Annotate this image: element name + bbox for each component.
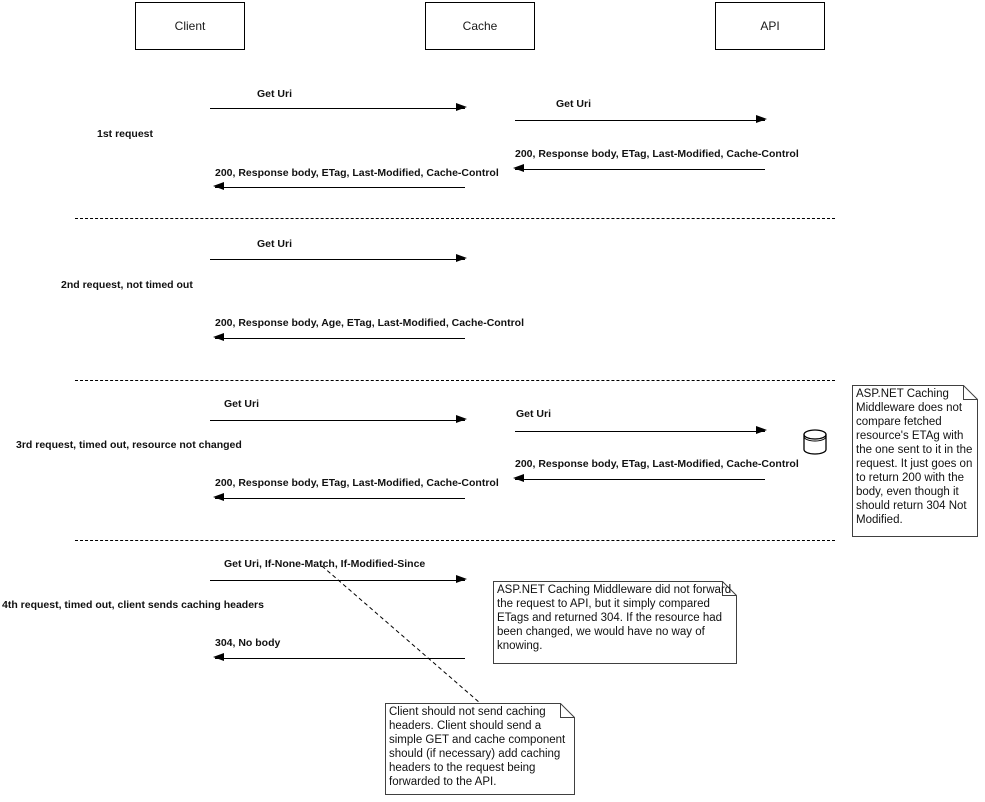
message-label-s2-client-to-cache: Get Uri [257,238,293,250]
message-arrow-s4-cache-to-client [213,653,465,661]
note-api-behavior: ASP.NET Caching Middleware does not comp… [852,385,978,537]
message-label-s1-cache-to-api: Get Uri [556,98,592,110]
message-label-s4-cache-to-client: 304, No body [215,637,281,649]
message-arrow-s3-client-to-cache [210,415,467,423]
note-cache-behavior: ASP.NET Caching Middleware did not forwa… [493,581,737,664]
section-label-3: 3rd request, timed out, resource not cha… [16,439,242,451]
message-label-s2-cache-to-client: 200, Response body, Age, ETag, Last-Modi… [215,317,525,329]
note-connector-line [321,565,481,704]
note-cache-behavior-text: ASP.NET Caching Middleware did not forwa… [497,584,732,652]
actor-box-api: API [715,2,825,50]
section-separator-1 [75,218,835,219]
database-icon [802,428,828,461]
message-arrow-s3-cache-to-api [515,426,767,434]
message-arrow-s4-client-to-cache [210,575,467,583]
message-arrow-s1-cache-to-api [515,115,767,123]
message-label-s4-client-to-cache: Get Uri, If-None-Match, If-Modified-Sinc… [224,558,426,570]
section-separator-3 [75,540,835,541]
folded-corner-icon [722,581,737,596]
message-label-s1-api-to-cache: 200, Response body, ETag, Last-Modified,… [515,148,799,160]
note-shape [493,581,737,664]
message-arrow-s2-client-to-cache [210,254,467,262]
section-separator-2 [75,380,835,381]
message-arrow-s1-client-to-cache [210,103,467,111]
note-api-behavior-text: ASP.NET Caching Middleware does not comp… [856,388,973,526]
message-label-s3-cache-to-client: 200, Response body, ETag, Last-Modified,… [215,477,499,489]
actor-label-client: Client [174,19,206,33]
section-label-4: 4th request, timed out, client sends cac… [2,599,264,611]
note-client-advice: Client should not send caching headers. … [385,703,575,795]
message-label-s1-client-to-cache: Get Uri [257,88,293,100]
actor-box-cache: Cache [425,2,535,50]
message-arrow-s1-cache-to-client [213,182,465,190]
message-label-s3-api-to-cache: 200, Response body, ETag, Last-Modified,… [515,458,799,470]
section-label-1: 1st request [97,128,154,140]
folded-corner-icon [560,703,575,718]
message-arrow-s3-api-to-cache [513,474,765,482]
note-shape [852,385,978,537]
message-label-s3-client-to-cache: Get Uri [224,398,260,410]
note-shape [385,703,575,795]
section-label-2: 2nd request, not timed out [61,279,193,291]
actor-label-cache: Cache [462,19,498,33]
message-arrow-s1-api-to-cache [513,164,765,172]
actor-label-api: API [760,19,780,33]
message-arrow-s2-cache-to-client [213,333,465,341]
message-arrow-s3-cache-to-client [213,493,465,501]
actor-box-client: Client [135,2,245,50]
message-label-s1-cache-to-client: 200, Response body, ETag, Last-Modified,… [215,167,499,179]
note-client-advice-text: Client should not send caching headers. … [389,706,566,788]
message-label-s3-cache-to-api: Get Uri [516,408,552,420]
folded-corner-icon [963,385,978,400]
